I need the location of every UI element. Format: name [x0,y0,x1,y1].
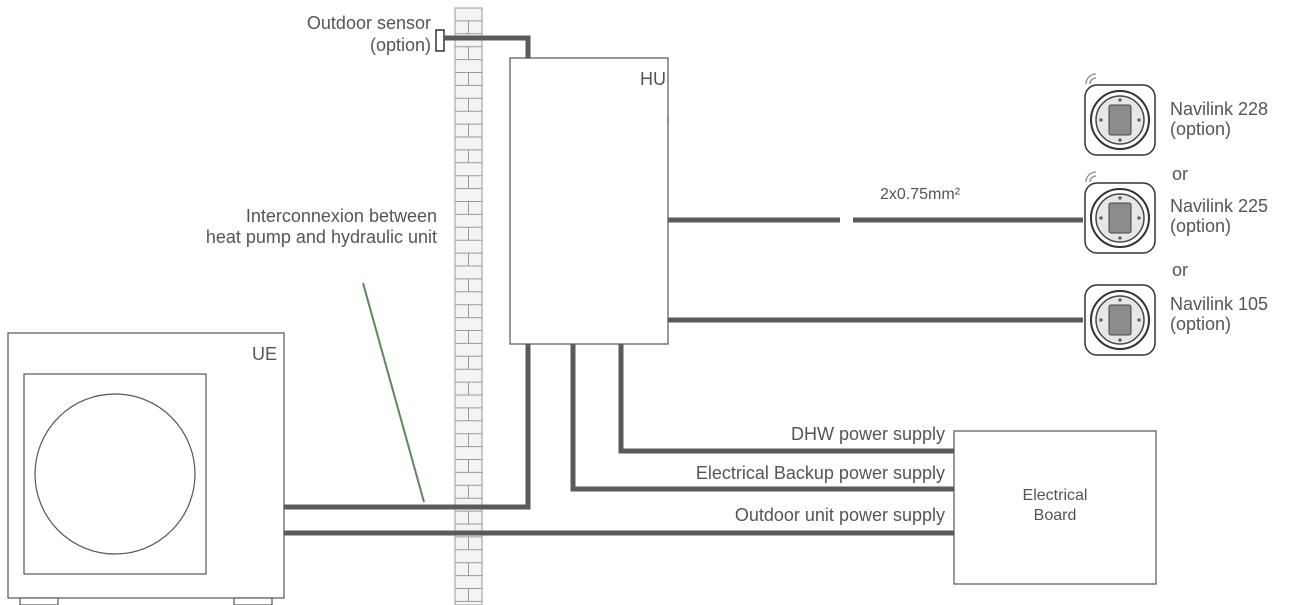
navilink-225-label: Navilink 225 (option) [1170,196,1268,236]
wireless-signal-icon [1085,171,1097,183]
cable-spec-label: 2x0.75mm² [880,186,961,203]
interconnexion-pointer [362,282,425,503]
interconnexion-line1: Interconnexion between [245,206,437,226]
ue-outdoor-unit [7,332,285,605]
navilink-105-label: Navilink 105 (option) [1170,294,1268,334]
navilink-228-label: Navilink 228 (option) [1170,99,1268,139]
electrical-board-line2: Board [1033,507,1077,524]
navilink-228-device [1084,73,1156,156]
or-label-1: or [1172,164,1189,184]
fan-circle [34,393,196,555]
navilink-225-name: Navilink 225 [1170,196,1269,216]
wireless-signal-icon [1085,73,1097,85]
hu-label: HU [640,69,666,89]
navilink-105-name: Navilink 105 [1170,294,1269,314]
ue-label: UE [252,344,278,364]
outdoor-sensor-option: (option) [369,35,431,55]
interconnexion-wire [284,344,531,510]
navilink-228-option: (option) [1170,119,1232,139]
interconnexion-label: Interconnexion between heat pump and hyd… [206,206,437,247]
electrical-board-label: Electrical Board [954,486,1156,526]
ue-foot-left [19,597,59,605]
brick-wall [454,7,483,605]
navilink-105-device [1084,284,1156,356]
or-label-2: or [1172,260,1189,280]
backup-power-supply-label: Electrical Backup power supply [695,463,945,483]
outdoor-unit-power-supply-label: Outdoor unit power supply [734,505,945,525]
navilink-228-name: Navilink 228 [1170,99,1269,119]
backup-power-wire [570,344,954,492]
ue-foot-right [233,597,273,605]
navilink-225-option: (option) [1170,216,1232,236]
outdoor-sensor [435,29,531,58]
outdoor-sensor-label: Outdoor sensor (option) [307,13,431,55]
interconnexion-line2: heat pump and hydraulic unit [205,227,437,247]
electrical-board-line1: Electrical [1022,487,1088,504]
outdoor-sensor-title: Outdoor sensor [306,13,431,33]
dhw-power-supply-label: DHW power supply [790,424,945,444]
navilink-225-device [1084,171,1156,254]
electrical-board-box [953,430,1157,585]
hu-box [509,57,669,345]
dhw-power-wire [618,344,954,454]
wires [284,217,1083,536]
navilink-105-option: (option) [1170,314,1232,334]
